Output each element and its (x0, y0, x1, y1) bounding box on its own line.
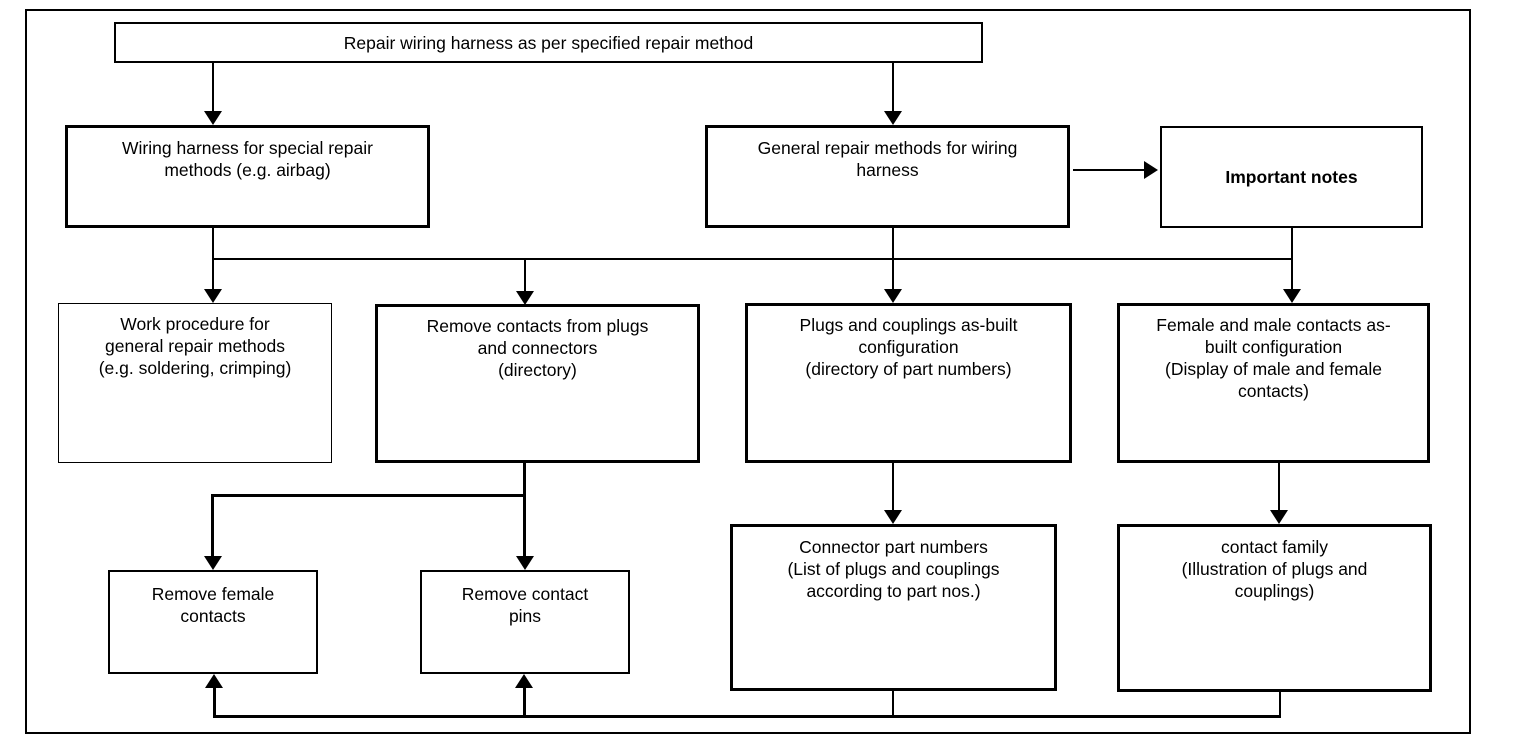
node-label: Repair wiring harness as per specified r… (343, 32, 754, 53)
edge-feedback-rail (213, 715, 1281, 718)
node-label: Wiring harness for special repair method… (122, 138, 373, 180)
arrowhead-up-into-remove-contact-pins (515, 674, 533, 688)
edge-top-to-general-repair (892, 63, 894, 112)
node-contact-family: contact family (Illustration of plugs an… (1117, 524, 1432, 692)
edge-remove-contacts-branch (211, 494, 526, 497)
edge-remove-contacts-to-pins (523, 463, 526, 557)
arrowhead-into-female-male-contacts (1283, 289, 1301, 303)
edge-female-male-to-contact-family (1278, 463, 1280, 511)
node-general-repair-methods: General repair methods for wiring harnes… (705, 125, 1070, 228)
edge-top-to-special-repair (212, 63, 214, 112)
node-connector-part-numbers: Connector part numbers (List of plugs an… (730, 524, 1057, 691)
edge-rail-to-plugs-couplings (892, 258, 894, 291)
arrowhead-into-remove-contact-pins (516, 556, 534, 570)
edge-special-repair-drop (212, 228, 214, 260)
arrowhead-into-work-procedure (204, 289, 222, 303)
node-label: General repair methods for wiring harnes… (757, 138, 1018, 180)
node-remove-contact-pins: Remove contact pins (420, 570, 630, 674)
node-label: Remove contacts from plugs and connector… (426, 316, 649, 380)
node-label: Plugs and couplings as-built configurati… (799, 315, 1018, 379)
arrowhead-into-remove-contacts (516, 291, 534, 305)
arrowhead-up-into-remove-female-contacts (205, 674, 223, 688)
node-plugs-couplings-configuration: Plugs and couplings as-built configurati… (745, 303, 1072, 463)
arrowhead-into-contact-family (1270, 510, 1288, 524)
node-remove-contacts-from-plugs: Remove contacts from plugs and connector… (375, 304, 700, 463)
node-label: Remove female contacts (151, 584, 275, 626)
arrowhead-into-important-notes (1144, 161, 1158, 179)
edge-rail-to-work-procedure (212, 258, 214, 291)
edge-contact-family-feedback-drop (1279, 692, 1281, 718)
edge-branch-to-female-contacts (211, 494, 214, 556)
node-repair-wiring-harness: Repair wiring harness as per specified r… (114, 22, 983, 63)
edge-feedback-to-female-contacts (213, 688, 216, 718)
edge-important-notes-drop (1291, 228, 1293, 260)
node-label: contact family (Illustration of plugs an… (1181, 537, 1368, 601)
node-female-male-contacts-configuration: Female and male contacts as- built confi… (1117, 303, 1430, 463)
edge-rail-to-female-male-contacts (1291, 258, 1293, 291)
edge-rail-to-remove-contacts (524, 258, 526, 293)
edge-distribution-rail (212, 258, 1293, 260)
edge-plugs-couplings-to-part-numbers (892, 463, 894, 511)
edge-part-numbers-feedback-drop (892, 691, 894, 718)
arrowhead-into-special-repair (204, 111, 222, 125)
node-label: Connector part numbers (List of plugs an… (787, 537, 1000, 601)
arrowhead-into-remove-female-contacts (204, 556, 222, 570)
node-wiring-harness-special-repair: Wiring harness for special repair method… (65, 125, 430, 228)
node-label: Important notes (1225, 167, 1358, 187)
node-important-notes: Important notes (1160, 126, 1423, 228)
node-remove-female-contacts: Remove female contacts (108, 570, 318, 674)
arrowhead-into-general-repair (884, 111, 902, 125)
arrowhead-into-connector-part-numbers (884, 510, 902, 524)
node-label: Female and male contacts as- built confi… (1156, 315, 1391, 401)
node-label: Remove contact pins (461, 584, 589, 626)
arrowhead-into-plugs-couplings (884, 289, 902, 303)
edge-feedback-to-contact-pins (523, 688, 526, 718)
node-work-procedure: Work procedure for general repair method… (58, 303, 332, 463)
edge-general-repair-drop (892, 228, 894, 260)
edge-general-repair-to-important-notes (1073, 169, 1145, 171)
node-label: Work procedure for general repair method… (98, 314, 292, 378)
